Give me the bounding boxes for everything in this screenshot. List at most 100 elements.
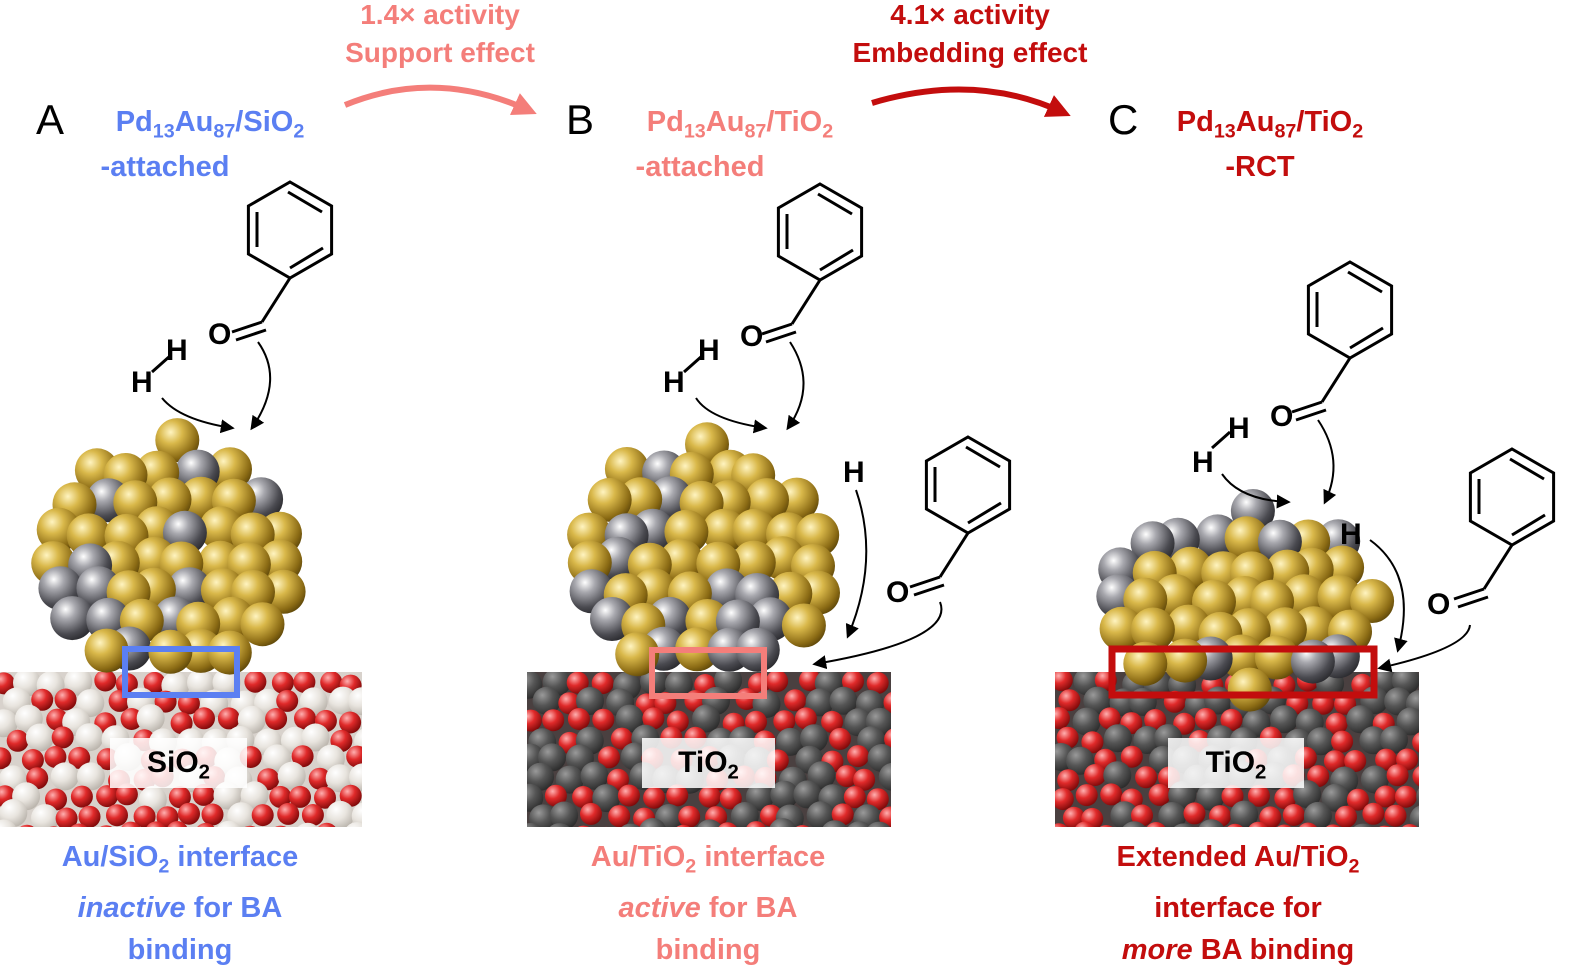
oxygen-atom (1247, 784, 1270, 807)
silicon-atom (297, 822, 318, 827)
titanium-atom (822, 820, 847, 827)
oxygen-atom (853, 768, 876, 791)
silicon-atom (366, 786, 394, 814)
oxygen-atom (301, 804, 324, 826)
oxygen-atom (1075, 784, 1098, 807)
oxygen-atom (572, 786, 595, 808)
oxygen-atom (96, 785, 119, 808)
oxygen-atom (193, 707, 215, 730)
silicon-atom (187, 672, 215, 697)
oxygen-atom (55, 807, 78, 827)
hydrogen-label: H (698, 334, 720, 367)
support-arrow-label: 1.4× activity Support effect (320, 0, 560, 74)
titanium-atom (770, 780, 799, 809)
oxygen-atom (1335, 805, 1357, 827)
oxygen-atom (842, 672, 864, 693)
support-effect-text: Support effect (345, 37, 535, 68)
oxygen-atom (20, 824, 34, 827)
oxygen-atom (197, 822, 215, 827)
panel-letter-b: B (566, 96, 595, 143)
oxygen-atom (718, 822, 737, 827)
reaction-arrows (161, 341, 1471, 673)
oxygen-atom (1062, 806, 1085, 827)
oxygen-atom (1120, 745, 1143, 768)
titanium-atom (592, 784, 621, 813)
silicon-atom (379, 764, 407, 792)
titanium-atom (621, 823, 640, 827)
oxygen-atom (201, 803, 224, 826)
gold-atom (155, 418, 200, 463)
caption-a: Au/SiO2 interface inactive for BA bindin… (61, 841, 299, 967)
oxygen-atom (320, 672, 343, 694)
nanoparticle-c (1096, 489, 1395, 712)
gold-atom (781, 603, 826, 648)
oxygen-atom (277, 802, 300, 825)
oxygen-atom (271, 672, 294, 694)
titanium-atom (692, 704, 721, 733)
oxygen-atom (51, 726, 74, 749)
nanoparticle-a (31, 418, 306, 675)
oxygen-atom (178, 802, 200, 825)
hydrogen-label: H (1192, 446, 1214, 479)
titanium-atom (1422, 707, 1450, 735)
oxygen-atom (746, 821, 766, 827)
oxygen-atom (168, 786, 191, 809)
oxygen-label: O (740, 320, 764, 353)
oxygen-atom (44, 746, 67, 768)
oxygen-atom (909, 765, 931, 787)
titanium-atom (1196, 782, 1225, 811)
oxygen-atom (1220, 708, 1243, 731)
titanium-atom (730, 802, 759, 827)
titanium-atom (1384, 687, 1413, 716)
titanium-atom (1303, 801, 1332, 827)
silicon-atom (277, 761, 306, 790)
nanoparticle-b (567, 422, 840, 677)
oxygen-atom (698, 785, 721, 808)
oxygen-atom (21, 749, 44, 771)
oxygen-atom (1379, 825, 1391, 827)
titanium-atom (769, 818, 796, 827)
titanium-atom (655, 804, 683, 827)
hydrogen-label: H (131, 366, 153, 399)
titanium-atom (1133, 726, 1162, 754)
gold-atom (240, 602, 285, 647)
oxygen-atom (1055, 823, 1068, 827)
silicon-atom (377, 728, 405, 756)
gold-atom (731, 540, 776, 585)
oxygen-atom (835, 765, 858, 788)
panel-b-variant: -attached (635, 151, 765, 184)
silicon-atom (378, 801, 406, 829)
oxygen-atom (339, 784, 362, 807)
titanium-atom (555, 765, 584, 794)
oxygen-atom (1146, 822, 1166, 827)
titanium-atom (1122, 821, 1146, 827)
silicon-atom (212, 672, 241, 697)
panel-a-variant: -attached (100, 151, 230, 184)
oxygen-atom (31, 688, 54, 711)
oxygen-atom (1374, 785, 1397, 808)
oxygen-atom (94, 672, 117, 692)
embedding-activity-text: 4.1× activity (890, 0, 1050, 30)
titanium-atom (1380, 725, 1408, 754)
oxygen-atom (318, 822, 336, 827)
oxygen-atom (276, 689, 299, 712)
oxygen-atom (1437, 768, 1459, 790)
oxygen-atom (1084, 764, 1107, 786)
gold-atom (587, 477, 632, 522)
titanium-atom (664, 672, 693, 699)
oxygen-atom (794, 707, 817, 730)
silicon-atom (0, 819, 17, 827)
oxygen-atom (567, 708, 590, 730)
oxygen-atom (1299, 822, 1317, 827)
silicon-atom (364, 820, 392, 848)
oxygen-atom (831, 803, 854, 826)
titanium-atom (1083, 686, 1112, 715)
titanium-atom (853, 804, 882, 827)
gold-atom (1317, 575, 1362, 619)
support-label-c: TiO2 (1168, 738, 1304, 788)
oxygen-atom (1326, 824, 1341, 827)
silicon-atom (325, 764, 354, 793)
silicon-atom (301, 723, 330, 752)
gold-atom (732, 508, 777, 553)
titanium-atom (1158, 802, 1187, 827)
